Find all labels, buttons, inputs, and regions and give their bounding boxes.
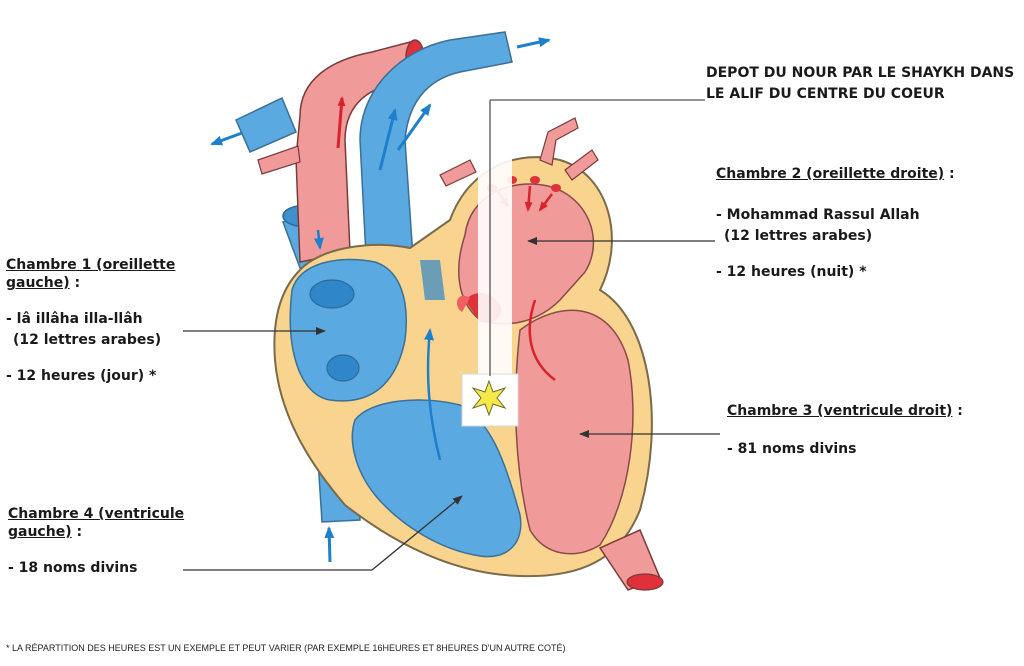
chamber3-colon: :	[952, 403, 963, 419]
chamber3-label: Chambre 3 (ventricule droit) : - 81 noms…	[727, 403, 963, 458]
chamber3-item1: - 81 noms divins	[727, 441, 857, 457]
chamber2-label: Chambre 2 (oreillette droite) : - Mohamm…	[716, 166, 955, 281]
top-note-line2: LE ALIF DU CENTRE DU COEUR	[706, 86, 945, 102]
chamber3-title: Chambre 3 (ventricule droit)	[727, 403, 953, 419]
top-note: DEPOT DU NOUR PAR LE SHAYKH DANS LE ALIF…	[706, 65, 1014, 103]
chamber1-item1-sub: (12 lettres arabes)	[13, 332, 162, 348]
chamber2-item2: - 12 heures (nuit)	[716, 264, 855, 280]
chamber1-star: *	[149, 368, 157, 384]
chamber4-title-line2: gauche)	[8, 524, 72, 540]
chamber1-title-line1: Chambre 1 (oreillette	[6, 257, 176, 273]
chamber1-item1: - lâ illâha illa-llâh	[6, 311, 143, 327]
leader-lines	[183, 237, 720, 571]
left-atrium-blue	[289, 258, 407, 402]
chamber4-item1: - 18 noms divins	[8, 560, 138, 576]
chamber2-star: *	[859, 264, 867, 280]
chamber2-colon: :	[944, 166, 955, 182]
chamber2-item1-sub: (12 lettres arabes)	[724, 228, 873, 244]
right-ventricle-red	[514, 299, 664, 591]
chamber1-title-line2: gauche)	[6, 275, 70, 291]
footnote: * LA RÉPARTITION DES HEURES EST UN EXEMP…	[6, 643, 566, 653]
chamber4-title-line1: Chambre 4 (ventricule	[8, 506, 185, 522]
star-icon	[471, 379, 507, 417]
chamber4-colon: :	[71, 524, 83, 540]
flow-arrows	[210, 37, 551, 563]
chamber1-item2: - 12 heures (jour)	[6, 368, 145, 384]
chamber1-label: Chambre 1 (oreillette gauche) : - lâ ill…	[6, 257, 175, 385]
chamber2-item1: - Mohammad Rassul Allah	[716, 207, 920, 223]
nour-callout	[461, 78, 705, 427]
left-ventricle-blue	[351, 328, 522, 558]
chamber1-colon: :	[69, 275, 81, 291]
chamber4-label: Chambre 4 (ventricule gauche) : - 18 nom…	[8, 506, 184, 577]
chamber2-title: Chambre 2 (oreillette droite)	[716, 166, 945, 182]
top-note-line1: DEPOT DU NOUR PAR LE SHAYKH DANS	[706, 65, 1015, 81]
